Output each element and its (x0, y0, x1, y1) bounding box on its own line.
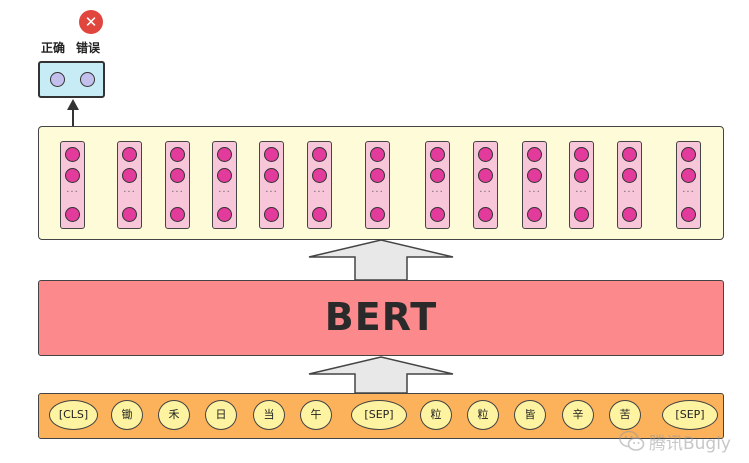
vector-node (681, 207, 696, 222)
output-vector: ··· (676, 141, 701, 229)
vector-node (574, 207, 589, 222)
output-vector: ··· (212, 141, 237, 229)
output-vector: ··· (365, 141, 390, 229)
vector-node (370, 168, 385, 183)
vector-ellipsis: ··· (528, 187, 541, 198)
vector-node (478, 147, 493, 162)
bert-to-output-arrow (308, 239, 454, 281)
vector-ellipsis: ··· (431, 187, 444, 198)
vector-node (527, 147, 542, 162)
vector-node (370, 207, 385, 222)
input-token: 日 (205, 400, 237, 430)
output-vector: ··· (259, 141, 284, 229)
output-vector: ··· (617, 141, 642, 229)
classifier-output-box (38, 61, 105, 98)
vector-node (681, 147, 696, 162)
vector-node (370, 147, 385, 162)
vector-node (430, 168, 445, 183)
vector-ellipsis: ··· (313, 187, 326, 198)
input-token: [SEP] (351, 400, 407, 430)
input-token: 粒 (420, 400, 452, 430)
vector-node (170, 207, 185, 222)
vector-ellipsis: ··· (479, 187, 492, 198)
vector-node (170, 168, 185, 183)
vector-ellipsis: ··· (171, 187, 184, 198)
output-vector: ··· (60, 141, 85, 229)
input-token: 当 (253, 400, 285, 430)
wrong-result-icon: ✕ (79, 10, 103, 34)
vector-ellipsis: ··· (623, 187, 636, 198)
vector-node (622, 168, 637, 183)
output-layer: ··· ··· ··· ··· ··· ··· ··· ··· ··· ··· ··· ··· ··· (38, 126, 724, 240)
vector-node (478, 168, 493, 183)
vector-node (312, 147, 327, 162)
input-token: 辛 (562, 400, 594, 430)
input-token: 粒 (467, 400, 499, 430)
vector-ellipsis: ··· (66, 187, 79, 198)
input-token: 禾 (158, 400, 190, 430)
vector-node (170, 147, 185, 162)
input-token: [SEP] (662, 400, 718, 430)
vector-node (122, 168, 137, 183)
vector-node (65, 207, 80, 222)
vector-node (122, 207, 137, 222)
vector-ellipsis: ··· (218, 187, 231, 198)
vector-node (430, 207, 445, 222)
vector-node (527, 207, 542, 222)
vector-node (65, 168, 80, 183)
vector-node (527, 168, 542, 183)
input-token: 皆 (514, 400, 546, 430)
vector-ellipsis: ··· (123, 187, 136, 198)
vector-node (217, 147, 232, 162)
output-vector: ··· (569, 141, 594, 229)
output-vector: ··· (425, 141, 450, 229)
vector-node (122, 147, 137, 162)
vector-node (681, 168, 696, 183)
vector-node (264, 168, 279, 183)
vector-node (264, 207, 279, 222)
input-layer: [CLS]锄禾日当午[SEP]粒粒皆辛苦[SEP] (38, 393, 724, 439)
input-token: [CLS] (49, 400, 98, 430)
label-wrong: 错误 (76, 41, 101, 55)
vector-node (622, 147, 637, 162)
vector-node (312, 168, 327, 183)
classifier-node-correct (50, 72, 65, 87)
input-to-bert-arrow (308, 356, 454, 394)
vector-node (217, 207, 232, 222)
vector-node (65, 147, 80, 162)
watermark-text: 腾讯Bugly (648, 433, 731, 454)
bert-title: BERT (324, 295, 438, 339)
output-vector: ··· (307, 141, 332, 229)
classifier-node-wrong (80, 72, 95, 87)
vector-node (622, 207, 637, 222)
bert-model-block: BERT (38, 280, 724, 356)
input-token: 苦 (609, 400, 641, 430)
vector-ellipsis: ··· (575, 187, 588, 198)
vector-node (574, 168, 589, 183)
vector-ellipsis: ··· (371, 187, 384, 198)
vector-ellipsis: ··· (682, 187, 695, 198)
output-vector: ··· (117, 141, 142, 229)
vector-node (430, 147, 445, 162)
wechat-logo-icon (619, 430, 645, 451)
vector-node (478, 207, 493, 222)
input-token: 锄 (111, 400, 143, 430)
label-correct: 正确 (41, 41, 66, 55)
vector-ellipsis: ··· (265, 187, 278, 198)
output-vector: ··· (473, 141, 498, 229)
vector-node (217, 168, 232, 183)
input-token: 午 (300, 400, 332, 430)
output-vector: ··· (522, 141, 547, 229)
vector-node (264, 147, 279, 162)
watermark: 腾讯Bugly (619, 429, 731, 454)
vector-node (312, 207, 327, 222)
output-vector: ··· (165, 141, 190, 229)
vector-node (574, 147, 589, 162)
